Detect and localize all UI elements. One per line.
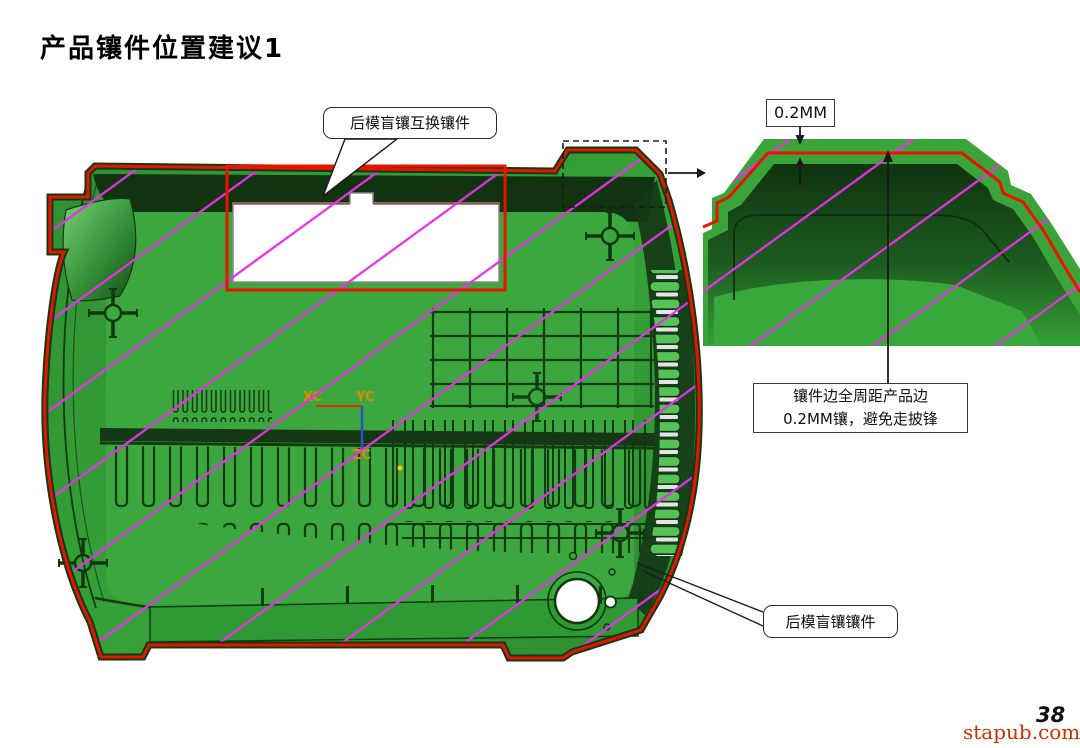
page-number: 38 (1036, 703, 1066, 727)
insert-gap-note-box: 镶件边全周距产品边 0.2MM镶，避免走披锋 (753, 383, 968, 433)
interchangeable-insert-callout-label: 后模盲镶互换镶件 (349, 114, 470, 132)
dimension-label-box: 0.2MM (766, 99, 835, 127)
bottom-callout-leader (642, 570, 764, 627)
top-callout-wedge (321, 138, 400, 199)
blind-insert-callout-label: 后模盲镶镶件 (785, 612, 876, 631)
dimension-arrows-0-2mm (795, 126, 805, 186)
dimension-label: 0.2MM (773, 103, 828, 123)
page-title: 产品镶件位置建议1 (40, 34, 285, 64)
bottom-callout-leader (636, 562, 764, 613)
detail-view (702, 139, 1080, 346)
annotation-graphics (321, 126, 893, 627)
main-model: XC YC ZC (41, 146, 703, 662)
watermark: stapub.com (963, 720, 1080, 744)
note-arrow-head (883, 150, 893, 162)
insert-boundary-red (43, 148, 701, 660)
insert-window-red-border (225, 164, 507, 292)
mold-hatch-overlay (44, 150, 700, 658)
insert-gap-note-line1: 镶件边全周距产品边 (792, 387, 928, 405)
blind-insert-callout: 后模盲镶镶件 (763, 605, 898, 638)
zoom-region-dashed-box (562, 140, 667, 208)
interchangeable-insert-callout: 后模盲镶互换镶件 (323, 107, 497, 139)
insert-gap-note-line2: 0.2MM镶，避免走披锋 (783, 410, 938, 428)
detail-insert-red-line (702, 151, 1080, 293)
zoom-arrow-head (697, 168, 706, 178)
detail-hatch-overlay (703, 139, 1080, 346)
